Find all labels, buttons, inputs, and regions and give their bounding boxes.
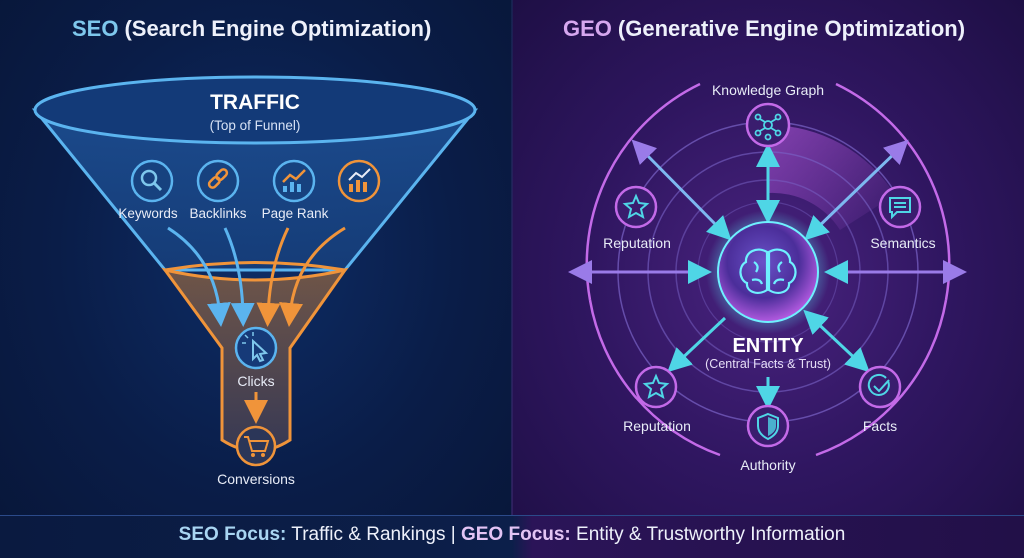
seo-title: SEO(Search Engine Optimization) — [72, 16, 432, 41]
keywords-label: Keywords — [118, 206, 178, 221]
semantics-node — [878, 185, 922, 229]
knowledge-graph-label: Knowledge Graph — [711, 82, 825, 98]
reputation-lower-label: Reputation — [623, 418, 691, 434]
bar-chart-icon — [348, 168, 371, 192]
reputation-upper-label: Reputation — [603, 235, 671, 251]
seo-funnel — [31, 75, 479, 453]
page-rank-icon-circle — [272, 159, 316, 203]
entity-label: ENTITY — [732, 335, 804, 357]
entity-sublabel: (Central Facts & Trust) — [705, 357, 831, 371]
reputation-node-upper — [614, 185, 658, 229]
backlinks-icon-circle — [196, 159, 240, 203]
clicks-label: Clicks — [237, 373, 275, 389]
footer-summary: SEO Focus: Traffic & Rankings | GEO Focu… — [178, 524, 846, 545]
conversions-label: Conversions — [217, 471, 295, 487]
geo-title: GEO(Generative Engine Optimization) — [563, 16, 966, 41]
chat-icon — [889, 197, 911, 220]
check-circle-icon — [867, 373, 890, 396]
funnel-top-label: TRAFFIC — [210, 91, 300, 114]
semantics-label: Semantics — [870, 235, 936, 251]
brain-icon — [739, 248, 797, 294]
page-rank-label: Page Rank — [261, 206, 329, 221]
trend-chart-icon — [282, 169, 306, 192]
geo-arrows — [568, 139, 967, 410]
facts-node — [858, 365, 902, 409]
clicks-icon-circle — [234, 326, 278, 370]
funnel-top-sublabel: (Top of Funnel) — [209, 118, 301, 133]
facts-label: Facts — [862, 418, 898, 434]
star-icon — [642, 373, 670, 400]
entity-orb — [706, 210, 830, 334]
backlinks-label: Backlinks — [189, 206, 247, 221]
authority-label: Authority — [740, 457, 796, 473]
star-icon — [622, 193, 650, 220]
authority-node — [746, 404, 790, 448]
panel-divider — [511, 0, 513, 515]
shopping-cart-icon — [244, 436, 270, 457]
cursor-click-icon — [242, 332, 269, 363]
shield-icon — [757, 412, 779, 441]
conversions-icon-circle — [235, 425, 277, 467]
search-icon — [140, 169, 163, 192]
network-icon — [754, 113, 782, 141]
reputation-node-lower — [634, 365, 678, 409]
diagram-graphics — [31, 75, 967, 467]
knowledge-graph-node — [745, 102, 791, 148]
footer-bar — [0, 515, 1024, 558]
link-icon — [207, 168, 229, 189]
keywords-icon-circle — [130, 159, 174, 203]
analytics-icon-circle — [337, 159, 381, 203]
